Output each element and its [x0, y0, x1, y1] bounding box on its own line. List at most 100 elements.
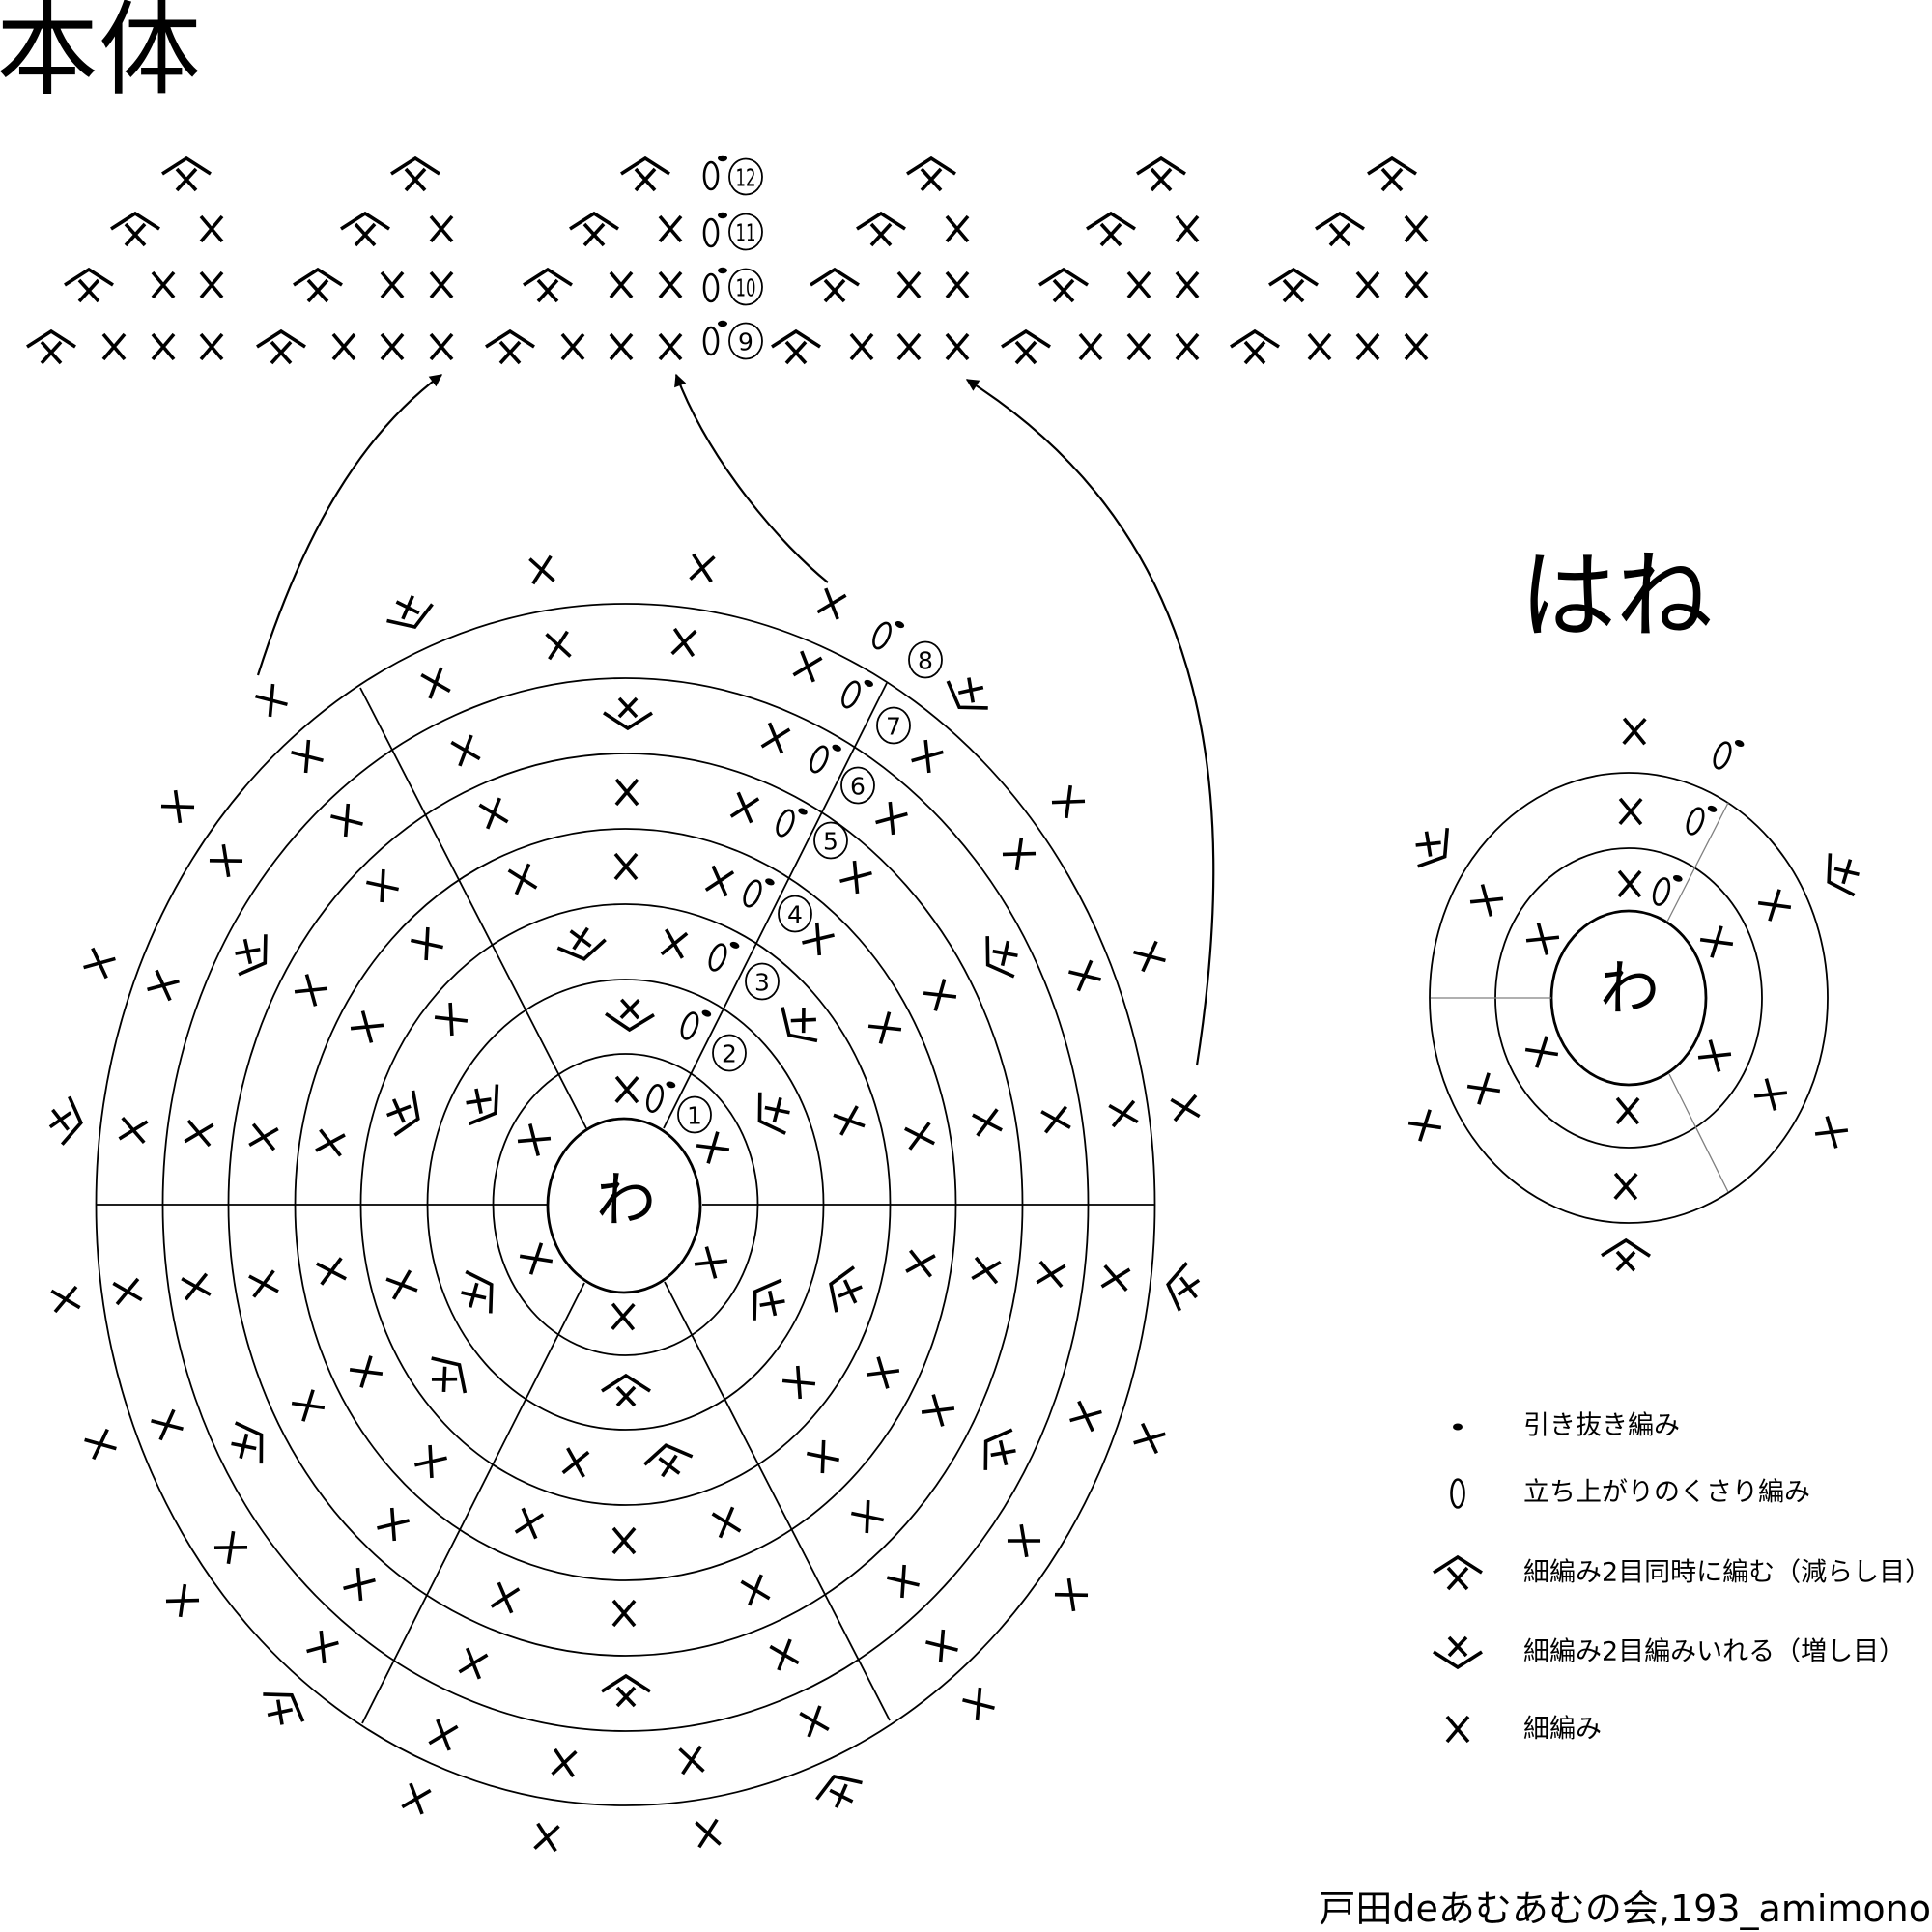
caret-icon [1230, 328, 1280, 349]
vee-icon [386, 603, 434, 630]
cross-icon [609, 270, 634, 299]
decrease-symbol [26, 328, 76, 365]
label-circle [908, 640, 943, 679]
single-crochet-symbol [429, 214, 454, 243]
section-divider-line [663, 682, 888, 1129]
cross-icon [1133, 940, 1166, 973]
round-2-stitches [1466, 797, 1792, 1201]
single-crochet-symbol [1002, 837, 1037, 871]
single-crochet-symbol [1126, 332, 1151, 361]
single-crochet-symbol [945, 270, 970, 299]
cross-icon [428, 1719, 459, 1751]
caret-icon [485, 328, 535, 349]
single-crochet-symbol [330, 803, 363, 838]
caret-icon [856, 211, 906, 231]
circled-number-label: 9 [728, 322, 763, 360]
single-crochet-symbol [533, 1822, 560, 1853]
cross-icon [533, 1822, 560, 1853]
cross-icon [1099, 222, 1122, 247]
cross-icon [431, 1366, 458, 1392]
cross-icon [1404, 214, 1429, 243]
single-crochet-symbol [945, 332, 970, 361]
cross-icon [316, 1257, 347, 1286]
single-crochet-symbol [696, 1131, 730, 1164]
decrease-symbol [771, 328, 821, 365]
single-crochet-symbol [517, 1123, 552, 1156]
cross-icon [689, 553, 716, 583]
cross-icon [1699, 925, 1734, 958]
chain-symbol [743, 878, 775, 908]
chain-symbol [810, 744, 841, 774]
decrease-symbol [161, 156, 212, 192]
cross-icon [306, 1630, 339, 1664]
single-crochet-symbol [83, 947, 116, 980]
single-crochet-symbol [896, 270, 922, 299]
single-crochet-symbol [315, 1128, 346, 1157]
cross-icon [611, 1526, 637, 1555]
single-crochet-symbol [925, 1629, 958, 1663]
increase-symbol [829, 1265, 863, 1313]
single-crochet-symbol [769, 1638, 800, 1671]
cross-icon [1524, 1036, 1559, 1068]
body-magic-ring-label: わ [596, 1165, 656, 1236]
vee-icon [1827, 853, 1856, 897]
single-crochet-symbol [1613, 1172, 1638, 1201]
decrease-symbol [906, 156, 956, 192]
single-crochet-symbol [181, 1272, 212, 1301]
decrease-symbol [1315, 211, 1365, 247]
cross-icon [904, 1122, 935, 1151]
single-crochet-symbol [160, 789, 195, 824]
cross-icon [1307, 332, 1332, 361]
increase-symbol [781, 1007, 818, 1043]
decrease-symbol [256, 328, 306, 365]
chain-oval-icon [645, 1084, 665, 1113]
single-crochet-symbol [147, 969, 180, 1002]
cross-icon [1014, 340, 1037, 365]
section-divider-line [1668, 1073, 1729, 1193]
cross-icon [957, 677, 984, 703]
cross-icon [343, 1567, 376, 1602]
cross-icon [658, 270, 683, 299]
cross-icon [992, 940, 1018, 967]
cross-icon [962, 1687, 995, 1721]
vee-icon [815, 1774, 863, 1801]
single-crochet-symbol [1175, 332, 1200, 361]
cross-icon [1380, 167, 1404, 192]
cross-icon [806, 1439, 840, 1474]
chain-oval-icon [702, 160, 720, 191]
increase-symbol [466, 1084, 499, 1126]
increase-symbol [231, 1421, 264, 1464]
credit-text: 戸田deあむあむの会,193_amimono [1319, 1888, 1931, 1930]
single-crochet-symbol [1133, 1422, 1166, 1455]
single-crochet-symbol [1069, 1400, 1102, 1433]
cross-icon [84, 1428, 117, 1461]
single-crochet-symbol [1404, 270, 1429, 299]
increase-symbol [946, 677, 988, 710]
cross-icon [429, 270, 454, 299]
wing-magic-ring-label: わ [1600, 953, 1660, 1024]
single-crochet-symbol [689, 553, 716, 583]
cross-icon [1126, 332, 1151, 361]
vee-icon [983, 1428, 1013, 1470]
caret-icon [293, 267, 343, 287]
cross-icon [866, 1356, 900, 1389]
single-crochet-symbol [658, 332, 683, 361]
round-3-stitches [1407, 717, 1860, 1272]
legend-item-decrease: 細編み2目同時に編む（減らし目） [1433, 1554, 1931, 1591]
cross-icon [849, 332, 874, 361]
increase-symbol [461, 1269, 494, 1314]
legend-label: 立ち上がりのくさり編み [1523, 1478, 1810, 1508]
label-circle [876, 706, 911, 745]
single-crochet-symbol [561, 1447, 590, 1478]
decrease-icon [1433, 1554, 1483, 1591]
single-crochet-symbol [377, 1507, 410, 1542]
single-crochet-symbol [1407, 1109, 1442, 1142]
cross-icon [330, 803, 363, 838]
single-crochet-symbol [760, 722, 791, 754]
increase-symbol [983, 1428, 1016, 1470]
cross-icon [380, 270, 405, 299]
cross-icon [410, 926, 444, 961]
cross-icon [911, 739, 944, 774]
circled-number-label: 5 [813, 821, 848, 860]
single-crochet-symbol [614, 778, 639, 807]
